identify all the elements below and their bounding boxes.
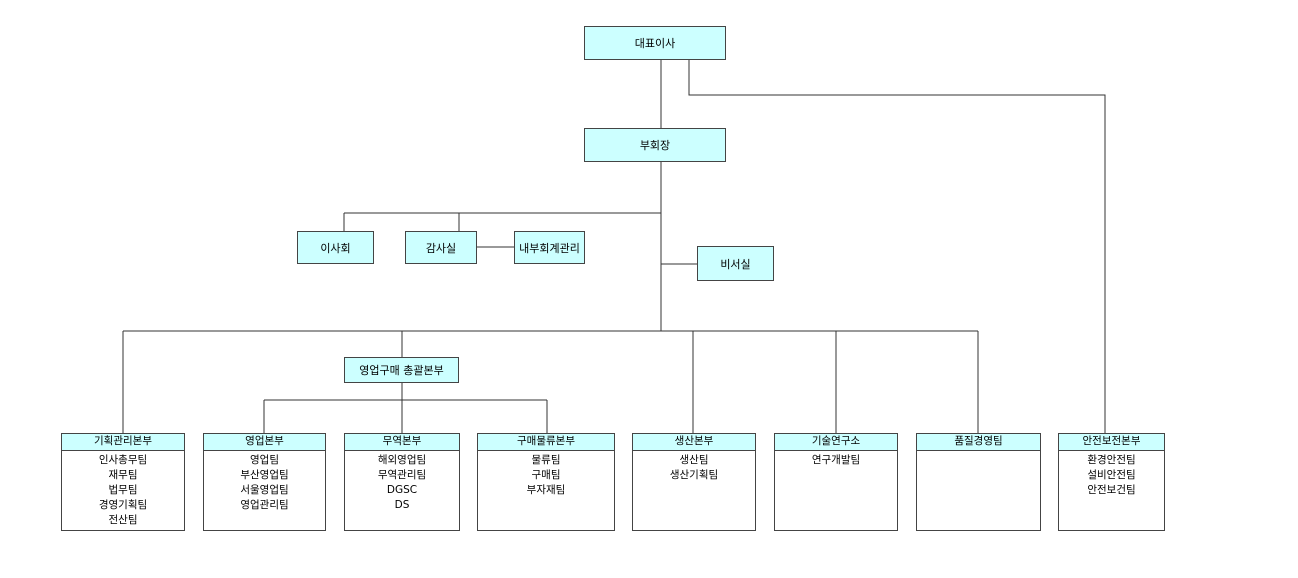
connector-ceo-safety	[688, 60, 1106, 433]
dept-safety: 안전보전본부 환경안전팀 설비안전팀 안전보건팀	[1058, 433, 1165, 531]
dept-name: 기술연구소	[775, 434, 897, 451]
team-item: 영업관리팀	[240, 499, 289, 511]
dept-production: 생산본부 생산팀 생산기획팀	[632, 433, 756, 531]
dept-name: 영업본부	[204, 434, 325, 451]
team-item: 무역관리팀	[377, 469, 427, 481]
dept-planning: 기획관리본부 인사총무팀 재무팀 법무팀 경영기획팀 전산팀	[61, 433, 185, 531]
team-item: 안전보건팀	[1087, 484, 1136, 496]
team-item: 연구개발팀	[811, 454, 861, 466]
dept-name: 안전보전본부	[1059, 434, 1164, 451]
ceo-box: 대표이사	[584, 26, 726, 60]
dept-name: 구매물류본부	[478, 434, 614, 451]
team-item: 구매팀	[531, 469, 561, 481]
dept-quality: 품질경영팀	[916, 433, 1041, 531]
internal-accounting-box: 내부회계관리	[514, 231, 585, 264]
dept-research: 기술연구소 연구개발팀	[774, 433, 898, 531]
dept-name: 기획관리본부	[62, 434, 184, 451]
dept-sales: 영업본부 영업팀 부산영업팀 서울영업팀 영업관리팀	[203, 433, 326, 531]
team-item: DGSC	[386, 484, 418, 496]
team-item: 환경안전팀	[1087, 454, 1136, 466]
secretary-box: 비서실	[697, 246, 774, 281]
team-item: 경영기획팀	[98, 499, 148, 511]
team-item: 전산팀	[108, 514, 138, 526]
team-item: 서울영업팀	[240, 484, 289, 496]
dept-trade: 무역본부 해외영업팀 무역관리팀 DGSC DS	[344, 433, 460, 531]
sales-purchase-hq-box: 영업구매 총괄본부	[344, 357, 459, 383]
team-item: 인사총무팀	[98, 454, 148, 466]
team-item: 물류팀	[531, 454, 561, 466]
team-item: 해외영업팀	[377, 454, 427, 466]
team-item: 부자재팀	[526, 484, 566, 496]
team-item: 영업팀	[250, 454, 279, 466]
team-item: 생산기획팀	[669, 469, 719, 481]
audit-box: 감사실	[405, 231, 477, 264]
team-item: 설비안전팀	[1087, 469, 1136, 481]
dept-name: 무역본부	[345, 434, 459, 451]
team-item: 법무팀	[108, 484, 138, 496]
dept-name: 품질경영팀	[917, 434, 1040, 451]
dept-purchase-logistics: 구매물류본부 물류팀 구매팀 부자재팀	[477, 433, 615, 531]
board-box: 이사회	[297, 231, 374, 264]
team-item: 재무팀	[108, 469, 138, 481]
team-item: 부산영업팀	[240, 469, 289, 481]
team-item: 생산팀	[679, 454, 709, 466]
dept-name: 생산본부	[633, 434, 755, 451]
vice-chairman-box: 부회장	[584, 128, 726, 162]
team-item: DS	[394, 499, 410, 511]
